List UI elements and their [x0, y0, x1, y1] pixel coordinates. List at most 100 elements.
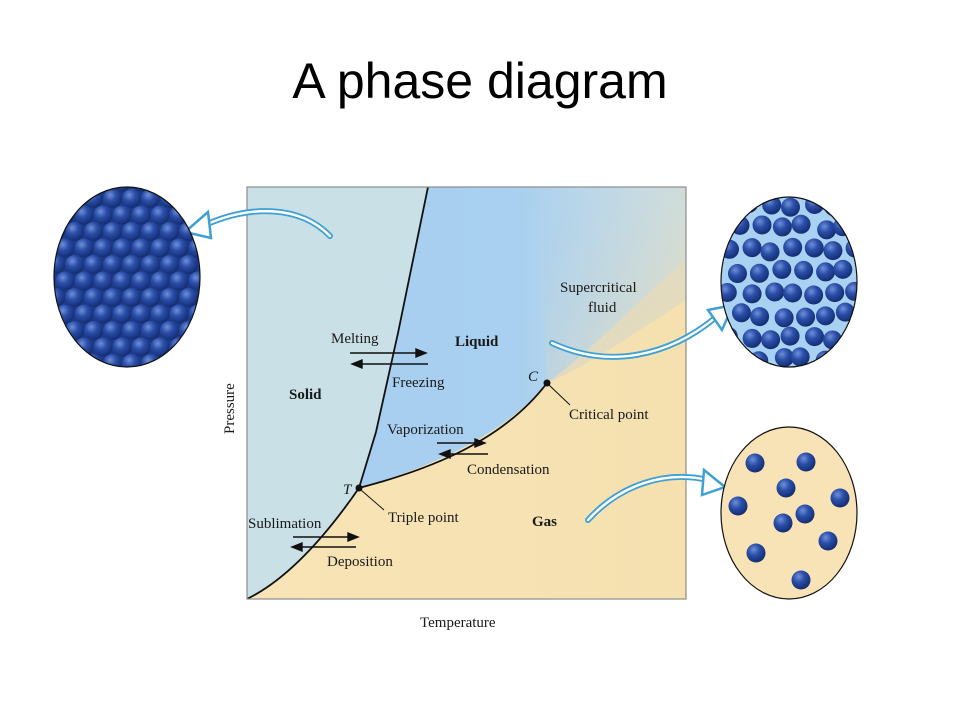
molecule-sphere: [208, 173, 227, 192]
molecule-sphere: [122, 288, 141, 307]
molecule-sphere: [208, 305, 227, 324]
molecule-sphere: [780, 197, 800, 217]
molecule-sphere: [217, 255, 236, 274]
molecule-sphere: [804, 238, 824, 258]
molecule-sphere: [823, 241, 843, 261]
molecule-sphere: [169, 271, 189, 291]
molecule-sphere: [103, 354, 122, 367]
molecule-sphere: [760, 242, 780, 262]
molecule-sphere: [122, 354, 141, 367]
molecule-sphere: [217, 354, 236, 373]
solid-molecular-view: [37, 173, 236, 390]
molecule-sphere: [189, 371, 208, 390]
molecule-sphere: [141, 222, 160, 241]
molecule-sphere: [198, 354, 200, 367]
triple-point-label: Triple point: [388, 510, 460, 526]
molecule-sphere: [776, 478, 796, 498]
molecule-sphere: [112, 337, 132, 357]
molecule-sphere: [55, 187, 75, 192]
molecule-sphere: [150, 304, 170, 324]
molecule-sphere: [739, 197, 759, 213]
molecule-sphere: [742, 238, 762, 258]
molecule-sphere: [131, 337, 151, 357]
molecule-sphere: [179, 189, 198, 208]
molecule-sphere: [37, 371, 56, 390]
molecule-sphere: [160, 222, 179, 241]
molecule-sphere: [93, 337, 113, 357]
molecule-sphere: [55, 205, 75, 225]
molecule-sphere: [188, 271, 200, 291]
molecule-sphere: [112, 205, 132, 225]
molecule-sphere: [815, 306, 835, 326]
molecule-sphere: [74, 187, 94, 192]
molecule-sphere: [150, 337, 170, 357]
molecule-sphere: [774, 308, 794, 328]
molecule-sphere: [856, 259, 857, 279]
molecule-sphere: [188, 337, 200, 357]
molecule-sphere: [179, 354, 198, 367]
triple-point-letter: T: [343, 482, 353, 498]
molecule-sphere: [160, 321, 179, 340]
solid-region: [247, 187, 428, 599]
molecule-sphere: [131, 271, 151, 291]
molecule-sphere: [122, 222, 141, 241]
molecule-sphere: [804, 285, 824, 305]
molecule-sphere: [131, 205, 151, 225]
critical-point-dot: [543, 379, 551, 387]
molecule-sphere: [122, 321, 141, 340]
molecule-sphere: [141, 354, 160, 367]
molecule-sphere: [217, 288, 236, 307]
supercritical-region: [530, 187, 686, 383]
molecule-sphere: [75, 371, 94, 390]
melting-label: Melting: [331, 331, 379, 347]
molecule-sphere: [783, 283, 803, 303]
molecule-sphere: [54, 271, 56, 291]
molecule-sphere: [198, 189, 200, 208]
molecule-sphere: [65, 255, 84, 274]
molecule-sphere: [150, 271, 170, 291]
vaporization-curve: [358, 382, 548, 489]
molecule-sphere: [54, 222, 65, 241]
molecule-sphere: [112, 271, 132, 291]
molecule-sphere: [791, 570, 811, 590]
slide-title: A phase diagram: [292, 53, 668, 109]
molecule-sphere: [765, 282, 785, 302]
gas-flow-arrowhead: [700, 467, 728, 497]
molecule-sphere: [830, 488, 850, 508]
molecule-sphere: [74, 337, 94, 357]
molecule-sphere: [752, 215, 772, 235]
molecule-sphere: [170, 371, 189, 390]
molecule-sphere: [805, 327, 825, 347]
molecule-sphere: [160, 354, 179, 367]
molecule-sphere: [93, 238, 113, 258]
molecule-sphere: [54, 238, 56, 258]
molecule-sphere: [721, 197, 740, 215]
melting-curve: [358, 187, 429, 489]
molecule-sphere: [93, 205, 113, 225]
vaporization-label: Vaporization: [387, 422, 464, 438]
molecule-sphere: [198, 321, 200, 340]
molecule-sphere: [103, 255, 122, 274]
molecule-sphere: [141, 321, 160, 340]
molecule-sphere: [198, 288, 200, 307]
molecule-sphere: [65, 222, 84, 241]
molecule-sphere: [818, 531, 838, 551]
molecule-sphere: [65, 189, 84, 208]
molecule-sphere: [65, 288, 84, 307]
x-axis-label: Temperature: [420, 615, 496, 631]
gas-molecular-view: [720, 426, 858, 600]
molecule-sphere: [855, 304, 857, 324]
molecule-sphere: [761, 330, 781, 350]
liquid-molecular-view: [720, 196, 858, 368]
molecule-sphere: [74, 304, 94, 324]
deposition-label: Deposition: [327, 554, 393, 570]
molecule-sphere: [151, 371, 170, 390]
molecule-sphere: [113, 371, 132, 390]
molecule-sphere: [742, 328, 762, 348]
molecule-sphere: [103, 288, 122, 307]
molecule-sphere: [84, 222, 103, 241]
molecule-sphere: [835, 302, 855, 322]
molecule-sphere: [55, 271, 75, 291]
molecule-sphere: [208, 272, 227, 291]
molecule-sphere: [854, 351, 857, 367]
